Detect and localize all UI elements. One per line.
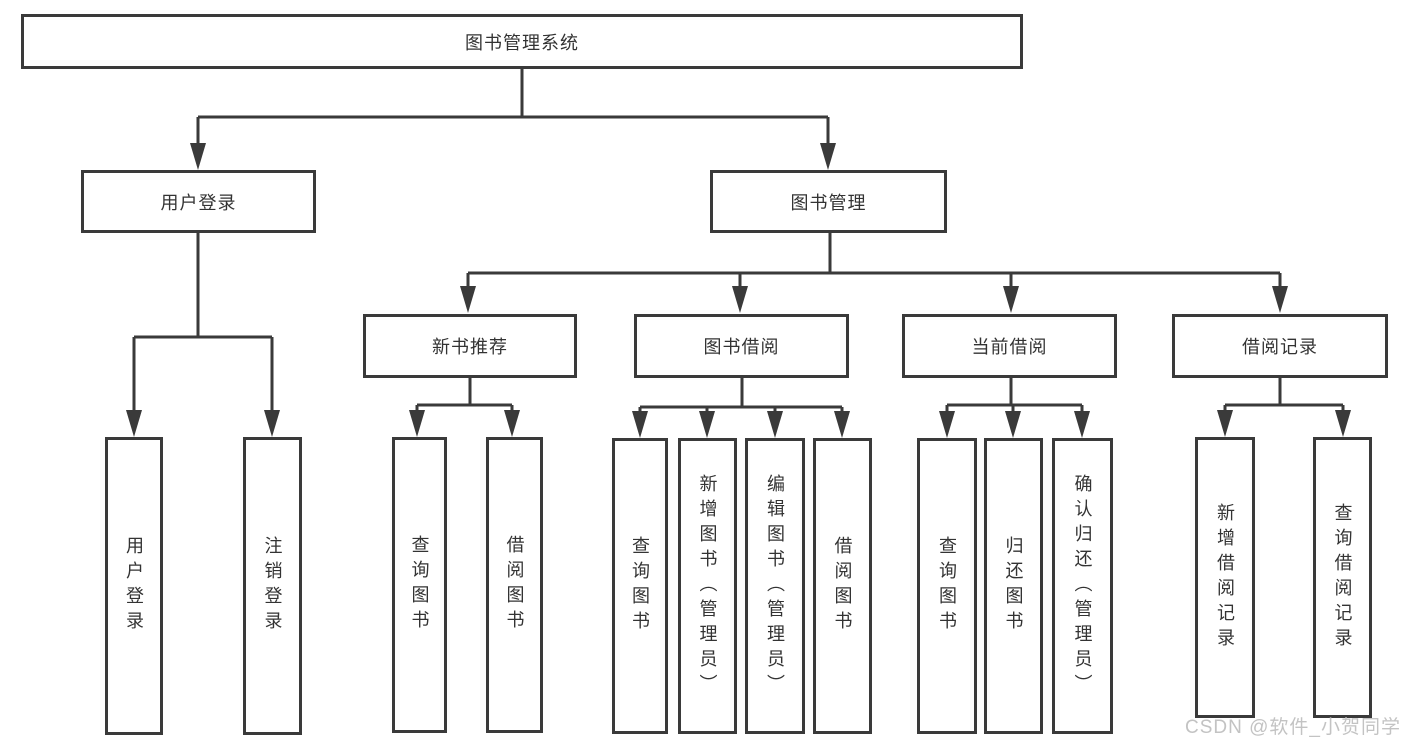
leaf-borrow-books-recommend: 借阅图书 bbox=[486, 437, 543, 733]
leaf-logout: 注销登录 bbox=[243, 437, 302, 735]
node-label: 图书管理 bbox=[790, 192, 867, 213]
leaf-query-books-current: 查询图书 bbox=[917, 438, 977, 734]
node-current-borrow: 当前借阅 bbox=[902, 314, 1117, 378]
leaf-query-books-borrow: 查询图书 bbox=[612, 438, 668, 734]
leaf-add-books-admin: 新增图书（管理员） bbox=[678, 438, 737, 734]
leaf-borrow-books: 借阅图书 bbox=[813, 438, 872, 734]
node-label: 查询借阅记录 bbox=[1332, 502, 1353, 653]
leaf-query-books-recommend: 查询图书 bbox=[392, 437, 447, 733]
node-user-login: 用户登录 bbox=[81, 170, 316, 233]
node-label: 图书管理系统 bbox=[465, 32, 579, 53]
node-label: 查询图书 bbox=[409, 535, 430, 635]
node-label: 新增图书（管理员） bbox=[697, 473, 718, 699]
node-label: 归还图书 bbox=[1003, 536, 1024, 636]
node-label: 借阅图书 bbox=[832, 536, 853, 636]
node-root-library-system: 图书管理系统 bbox=[21, 14, 1023, 69]
node-label: 新书推荐 bbox=[432, 337, 508, 357]
node-label: 编辑图书（管理员） bbox=[765, 473, 785, 699]
leaf-confirm-return-admin: 确认归还（管理员） bbox=[1052, 438, 1113, 734]
leaf-return-books: 归还图书 bbox=[984, 438, 1043, 734]
node-label: 当前借阅 bbox=[971, 337, 1048, 357]
leaf-query-borrow-record: 查询借阅记录 bbox=[1313, 437, 1372, 718]
node-borrow-records: 借阅记录 bbox=[1172, 314, 1388, 378]
node-label: 借阅记录 bbox=[1242, 337, 1318, 357]
leaf-add-borrow-record: 新增借阅记录 bbox=[1195, 437, 1255, 718]
leaf-user-login: 用户登录 bbox=[105, 437, 163, 735]
node-label: 借阅图书 bbox=[504, 535, 525, 635]
connector-lines bbox=[132, 69, 1345, 412]
node-label: 查询图书 bbox=[630, 536, 650, 636]
watermark: CSDN @软件_小贺同学 bbox=[1185, 717, 1401, 738]
node-book-borrow: 图书借阅 bbox=[634, 314, 849, 378]
node-label: 确认归还（管理员） bbox=[1072, 473, 1093, 699]
leaf-edit-books-admin: 编辑图书（管理员） bbox=[745, 438, 805, 734]
node-label: 注销登录 bbox=[262, 536, 283, 636]
node-new-book-recommend: 新书推荐 bbox=[363, 314, 577, 378]
node-book-management: 图书管理 bbox=[710, 170, 947, 233]
node-label: 图书借阅 bbox=[703, 337, 780, 357]
node-label: 查询图书 bbox=[937, 536, 957, 636]
node-label: 新增借阅记录 bbox=[1215, 502, 1235, 653]
node-label: 用户登录 bbox=[160, 192, 237, 213]
arrowheads bbox=[126, 143, 1351, 438]
node-label: 用户登录 bbox=[124, 536, 144, 636]
